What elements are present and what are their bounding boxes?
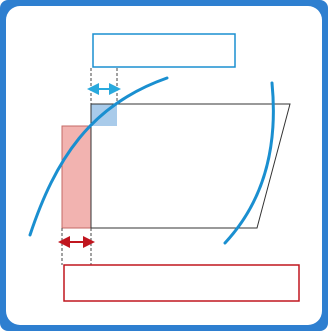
right-curve	[223, 81, 275, 245]
parallelogram-shape	[90, 103, 291, 229]
left-curve	[28, 76, 169, 237]
bottom-callout-box	[63, 264, 300, 302]
top-callout-box	[92, 33, 236, 68]
